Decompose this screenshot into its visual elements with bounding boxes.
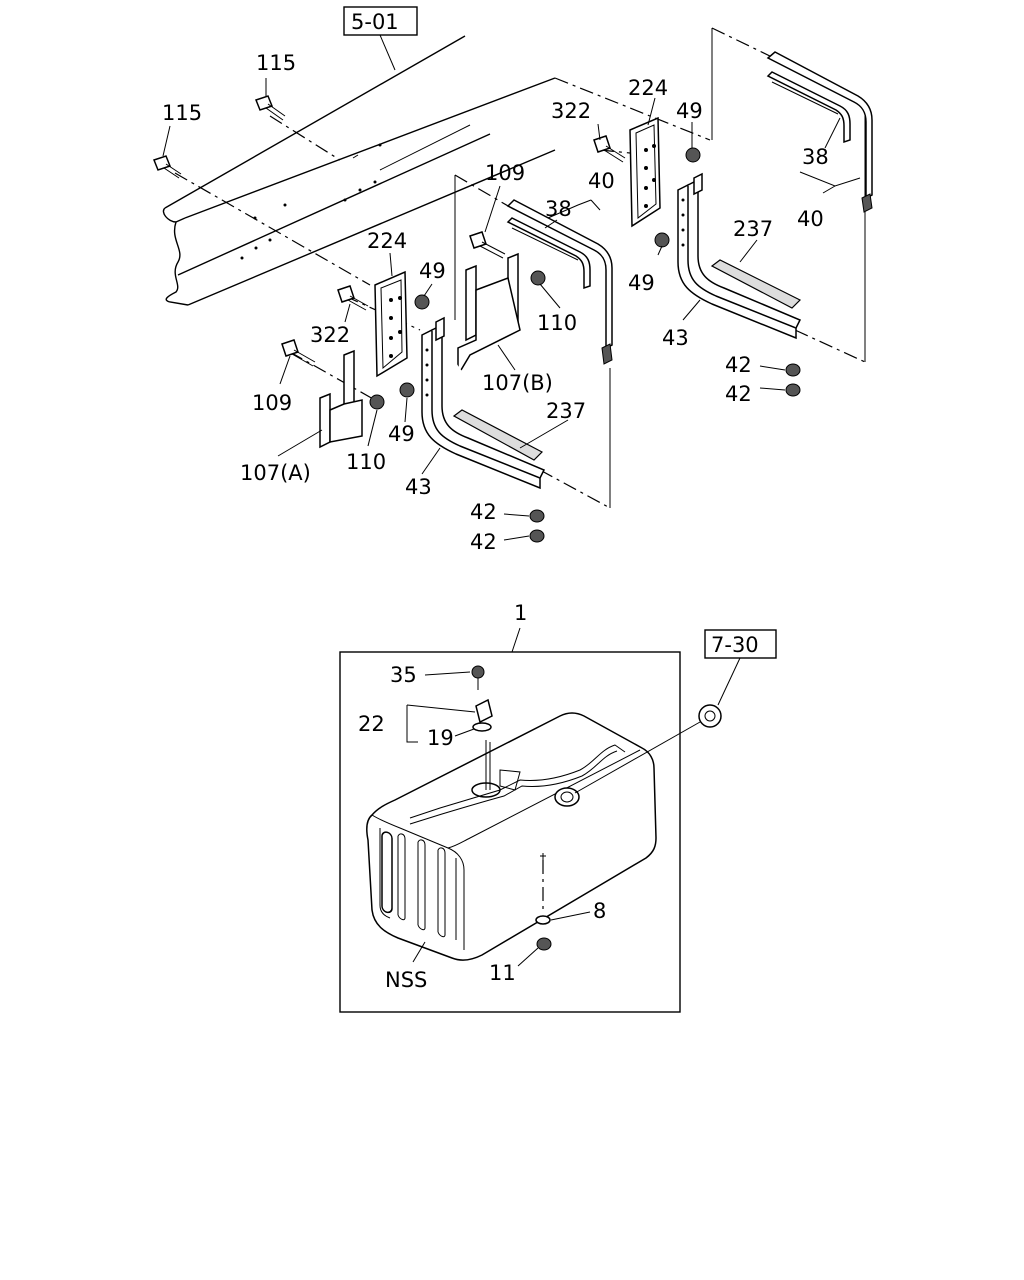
bolt-115-upper[interactable] xyxy=(255,95,286,121)
callout-43-low: 43 xyxy=(405,475,432,499)
callout-237-right: 237 xyxy=(733,217,773,241)
callout-115-upper: 115 xyxy=(256,51,296,75)
nut-110-mid[interactable] xyxy=(530,270,546,286)
reference-5-01[interactable]: 5-01 xyxy=(343,6,418,71)
callout-42-right-b: 42 xyxy=(725,382,752,406)
callout-110-low: 110 xyxy=(346,450,386,474)
nut-42-right-a[interactable] xyxy=(785,363,801,377)
callout-49-mid: 49 xyxy=(419,259,446,283)
centerline xyxy=(599,149,651,156)
centerline xyxy=(289,351,376,401)
nut-42-low-b[interactable] xyxy=(529,529,545,543)
rubber-38-mid[interactable] xyxy=(506,217,591,290)
bolt-115-lower[interactable] xyxy=(153,155,182,179)
bracket-107a[interactable] xyxy=(319,349,363,449)
cap-7-30[interactable] xyxy=(698,704,722,728)
centerline xyxy=(454,174,516,211)
callout-42-right-a: 42 xyxy=(725,353,752,377)
callout-38-mid: 38 xyxy=(545,197,572,221)
callout-8: 8 xyxy=(593,899,606,923)
ref-7-30-label: 7-30 xyxy=(711,633,759,657)
callout-40-right: 40 xyxy=(797,207,824,231)
callout-110-mid: 110 xyxy=(537,311,577,335)
nut-42-right-b[interactable] xyxy=(785,383,801,397)
bracket-224-right[interactable] xyxy=(629,116,661,228)
centerline xyxy=(269,115,341,161)
callout-49-right-low: 49 xyxy=(628,271,655,295)
callout-115-lower: 115 xyxy=(162,101,202,125)
callout-38-right: 38 xyxy=(802,145,829,169)
callout-22: 22 xyxy=(358,712,385,736)
callout-107a: 107(A) xyxy=(240,461,311,485)
frame-rail xyxy=(162,35,556,306)
rubber-38-right[interactable] xyxy=(766,71,851,144)
bolt-322-right[interactable] xyxy=(593,135,626,163)
callout-40-mid: 40 xyxy=(588,169,615,193)
callout-224-right: 224 xyxy=(628,76,668,100)
screw-35[interactable] xyxy=(471,665,485,690)
reference-7-30[interactable]: 7-30 xyxy=(704,629,777,706)
nut-42-low-a[interactable] xyxy=(529,509,545,523)
callout-107b: 107(B) xyxy=(482,371,553,395)
nut-110-low[interactable] xyxy=(369,394,385,410)
bolt-109-left[interactable] xyxy=(281,339,316,367)
callout-322-mid: 322 xyxy=(310,323,350,347)
pad-237-right[interactable] xyxy=(710,259,802,309)
centerline xyxy=(539,469,611,509)
bolt-109-mid[interactable] xyxy=(469,231,506,259)
callout-1: 1 xyxy=(514,601,527,625)
sender-unit-22[interactable] xyxy=(472,698,493,732)
callout-237-low: 237 xyxy=(546,399,586,423)
strap-40-mid[interactable] xyxy=(506,199,613,365)
nut-49-low[interactable] xyxy=(399,382,415,398)
callout-224-mid: 224 xyxy=(367,229,407,253)
callout-35: 35 xyxy=(390,663,417,687)
strap-43-right[interactable] xyxy=(677,172,802,340)
callout-109-left: 109 xyxy=(252,391,292,415)
callout-322-right: 322 xyxy=(551,99,591,123)
callout-42-low-a: 42 xyxy=(470,500,497,524)
callout-43-right: 43 xyxy=(662,326,689,350)
leader-lines-upper xyxy=(162,78,861,541)
strap-40-right[interactable] xyxy=(766,51,873,213)
fuel-tank-assembly-box xyxy=(339,627,681,1013)
callout-49-low: 49 xyxy=(388,422,415,446)
bracket-107b[interactable] xyxy=(457,252,521,378)
callout-49-right-top: 49 xyxy=(676,99,703,123)
centerline xyxy=(174,172,371,286)
leader-cap xyxy=(574,721,701,794)
ref-5-01-label: 5-01 xyxy=(351,10,399,34)
nut-49-mid[interactable] xyxy=(414,294,430,310)
callout-42-low-b: 42 xyxy=(470,530,497,554)
nut-49-right-top[interactable] xyxy=(685,147,701,163)
centerline xyxy=(344,295,421,331)
callout-11: 11 xyxy=(489,961,516,985)
nut-49-right-low[interactable] xyxy=(654,232,670,248)
bracket-224-mid[interactable] xyxy=(374,270,408,378)
drain-plug-11[interactable] xyxy=(536,937,552,951)
callout-19: 19 xyxy=(427,726,454,750)
leader-lines-tank xyxy=(406,671,591,967)
fuel-tank[interactable] xyxy=(366,712,657,961)
gasket-8[interactable] xyxy=(535,915,551,925)
centerline xyxy=(554,77,711,141)
centerline xyxy=(794,329,866,363)
bolt-322-mid[interactable] xyxy=(337,285,369,311)
strap-43-low[interactable] xyxy=(421,316,546,490)
callout-nss: NSS xyxy=(385,968,427,992)
callout-109-mid: 109 xyxy=(485,161,525,185)
